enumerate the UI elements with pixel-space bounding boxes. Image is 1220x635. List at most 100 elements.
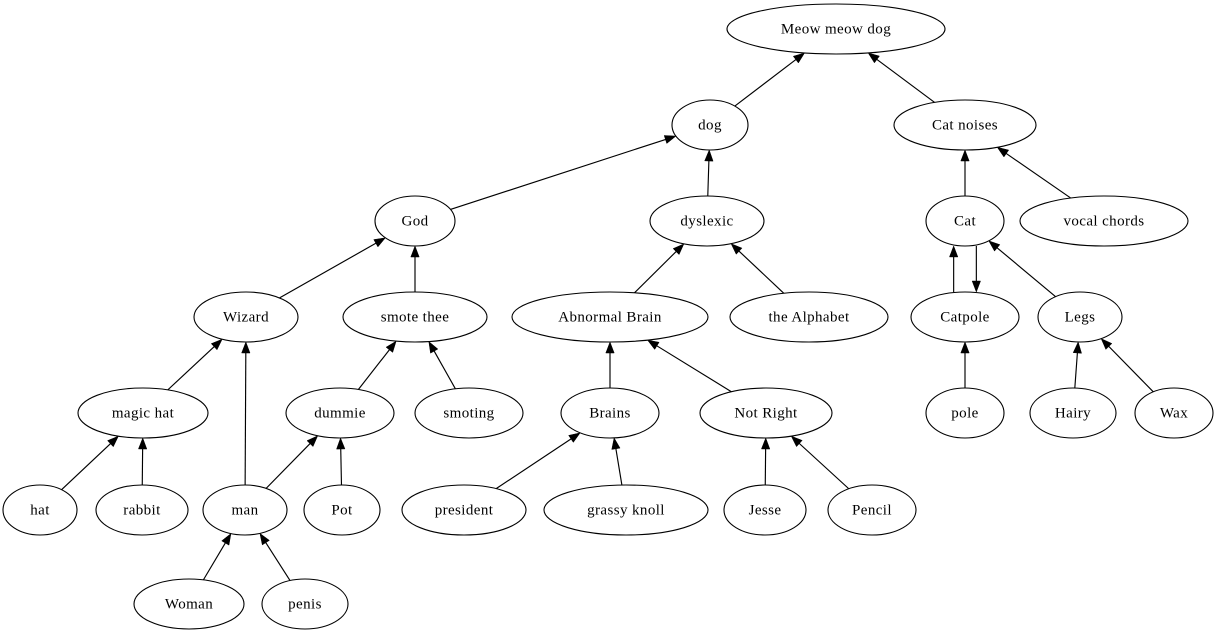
edge-line xyxy=(615,447,623,486)
graph-node-woman[interactable]: Woman xyxy=(133,578,245,630)
node-ellipse[interactable] xyxy=(261,578,349,630)
arrowhead-icon xyxy=(960,341,970,354)
graph-node-god[interactable]: God xyxy=(374,195,456,247)
node-ellipse[interactable] xyxy=(925,195,1005,247)
node-label: Woman xyxy=(165,596,213,612)
graph-edge xyxy=(357,340,397,390)
graph-node-rabbit[interactable]: rabbit xyxy=(95,484,189,536)
arrowhead-icon xyxy=(306,435,319,448)
graph-node-pole[interactable]: pole xyxy=(925,387,1005,439)
edge-line xyxy=(495,437,573,490)
edge-line xyxy=(1004,152,1072,199)
graph-node-meow_meow_dog[interactable]: Meow meow dog xyxy=(726,3,946,55)
edge-line xyxy=(1074,351,1079,389)
graph-node-pot[interactable]: Pot xyxy=(303,484,381,536)
arrowhead-icon xyxy=(960,149,970,162)
graph-node-penis[interactable]: penis xyxy=(261,578,349,630)
graph-node-hairy[interactable]: Hairy xyxy=(1029,387,1117,439)
arrowhead-icon xyxy=(241,341,251,354)
node-label: grassy knoll xyxy=(587,502,665,518)
node-label: penis xyxy=(288,596,322,612)
graph-edge xyxy=(428,340,456,390)
graph-node-wizard[interactable]: Wizard xyxy=(193,291,299,343)
node-ellipse[interactable] xyxy=(671,99,749,151)
edges-layer xyxy=(61,52,1154,581)
edge-line xyxy=(995,246,1056,298)
node-label: the Alphabet xyxy=(768,309,849,325)
graph-node-magic_hat[interactable]: magic hat xyxy=(77,387,209,439)
node-ellipse[interactable] xyxy=(133,578,245,630)
graph-node-hat[interactable]: hat xyxy=(2,484,78,536)
arrowhead-icon xyxy=(568,432,581,443)
node-ellipse[interactable] xyxy=(649,195,765,247)
node-ellipse[interactable] xyxy=(560,387,660,439)
edge-line xyxy=(432,349,456,390)
arrowhead-icon xyxy=(373,237,387,248)
arrowhead-icon xyxy=(138,437,148,450)
graph-node-grassy_knoll[interactable]: grassy knoll xyxy=(543,484,709,536)
node-label: man xyxy=(231,502,258,518)
node-ellipse[interactable] xyxy=(1037,291,1123,343)
node-ellipse[interactable] xyxy=(342,291,488,343)
node-ellipse[interactable] xyxy=(285,387,395,439)
node-ellipse[interactable] xyxy=(726,3,946,55)
node-ellipse[interactable] xyxy=(893,99,1037,151)
graph-node-the_alphabet[interactable]: the Alphabet xyxy=(729,291,889,343)
node-ellipse[interactable] xyxy=(723,484,807,536)
node-ellipse[interactable] xyxy=(543,484,709,536)
graph-node-catpole[interactable]: Catpole xyxy=(910,291,1020,343)
node-ellipse[interactable] xyxy=(202,484,288,536)
node-ellipse[interactable] xyxy=(95,484,189,536)
graph-node-pencil[interactable]: Pencil xyxy=(827,484,917,536)
node-ellipse[interactable] xyxy=(1029,387,1117,439)
graph-node-brains[interactable]: Brains xyxy=(560,387,660,439)
node-ellipse[interactable] xyxy=(401,484,527,536)
graph-edge xyxy=(971,245,981,293)
node-label: magic hat xyxy=(112,405,175,421)
edge-line xyxy=(634,250,678,294)
node-ellipse[interactable] xyxy=(1134,387,1214,439)
graph-edge xyxy=(241,341,251,486)
node-label: Legs xyxy=(1065,309,1096,325)
node-ellipse[interactable] xyxy=(827,484,917,536)
arrowhead-icon xyxy=(385,340,397,353)
graph-node-president[interactable]: president xyxy=(401,484,527,536)
graph-node-dog[interactable]: dog xyxy=(671,99,749,151)
node-ellipse[interactable] xyxy=(77,387,209,439)
node-ellipse[interactable] xyxy=(414,387,524,439)
node-ellipse[interactable] xyxy=(374,195,456,247)
node-ellipse[interactable] xyxy=(193,291,299,343)
edge-line xyxy=(797,442,850,490)
node-label: dog xyxy=(698,117,722,133)
graph-node-abnormal_brain[interactable]: Abnormal Brain xyxy=(511,291,709,343)
node-ellipse[interactable] xyxy=(729,291,889,343)
node-label: God xyxy=(401,213,428,229)
graph-node-cat_noises[interactable]: Cat noises xyxy=(893,99,1037,151)
node-label: Cat noises xyxy=(932,117,998,133)
graph-node-not_right[interactable]: Not Right xyxy=(699,387,833,439)
graph-edge xyxy=(202,532,232,581)
graph-node-smoting[interactable]: smoting xyxy=(414,387,524,439)
graph-edge xyxy=(265,435,319,489)
node-ellipse[interactable] xyxy=(303,484,381,536)
node-ellipse[interactable] xyxy=(925,387,1005,439)
graph-node-legs[interactable]: Legs xyxy=(1037,291,1123,343)
arrowhead-icon xyxy=(428,340,439,354)
node-ellipse[interactable] xyxy=(910,291,1020,343)
node-ellipse[interactable] xyxy=(699,387,833,439)
graph-node-dyslexic[interactable]: dyslexic xyxy=(649,195,765,247)
graph-node-wax[interactable]: Wax xyxy=(1134,387,1214,439)
graph-node-jesse[interactable]: Jesse xyxy=(723,484,807,536)
graph-node-dummie[interactable]: dummie xyxy=(285,387,395,439)
graph-node-man[interactable]: man xyxy=(202,484,288,536)
node-label: Jesse xyxy=(749,502,782,518)
node-ellipse[interactable] xyxy=(1019,195,1189,247)
graph-node-cat[interactable]: Cat xyxy=(925,195,1005,247)
graph-node-smote_thee[interactable]: smote thee xyxy=(342,291,488,343)
node-label: Pencil xyxy=(852,502,892,518)
node-ellipse[interactable] xyxy=(511,291,709,343)
graph-node-vocal_chords[interactable]: vocal chords xyxy=(1019,195,1189,247)
node-ellipse[interactable] xyxy=(2,484,78,536)
edge-line xyxy=(737,249,785,294)
